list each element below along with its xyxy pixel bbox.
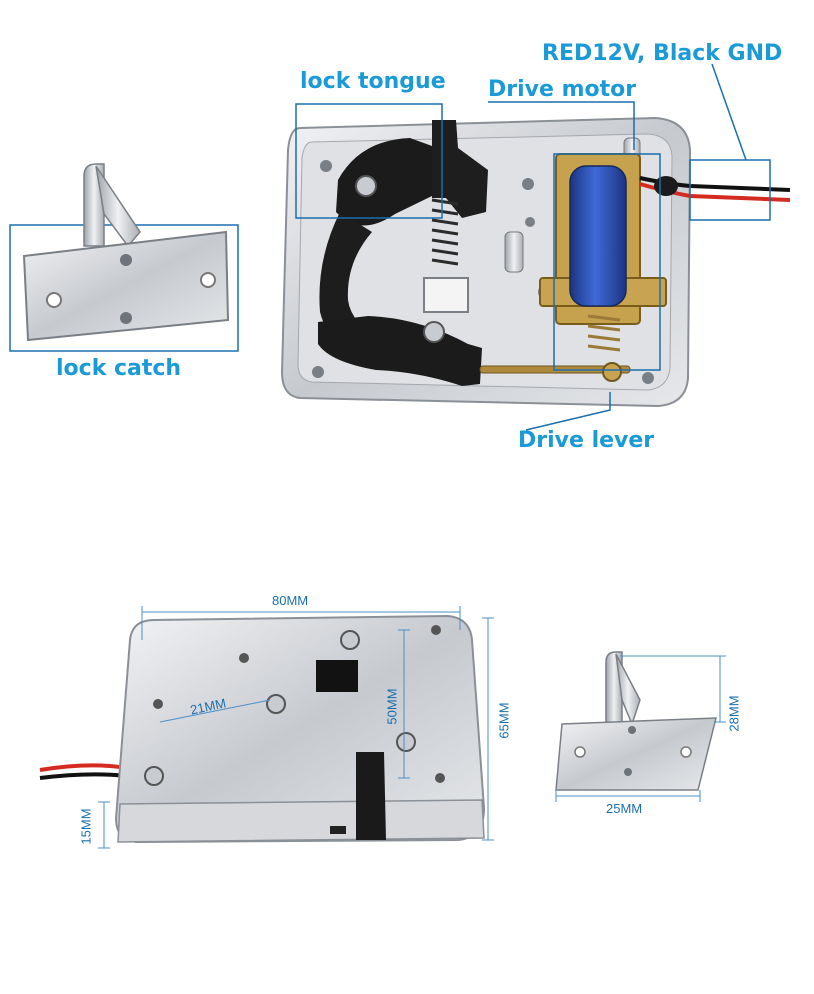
dimension-lines [98, 606, 726, 849]
thickness-dimension-label: 15MM [78, 808, 94, 845]
drive-lever-label: Drive lever [518, 428, 655, 453]
height-dimension-label: 65MM [496, 702, 512, 739]
lock-catch-label: lock catch [56, 356, 182, 381]
lock-tongue-label: lock tongue [300, 69, 446, 94]
catch-width-dimension-label: 25MM [606, 801, 643, 816]
catch-height-dimension-label: 28MM [726, 695, 742, 732]
inner-height-dimension-label: 50MM [384, 688, 400, 725]
lock-catch-illustration [22, 163, 230, 342]
closed-lock-illustration [39, 614, 486, 844]
open-lock-mechanism [280, 116, 791, 408]
drive-motor-label: Drive motor [488, 77, 637, 102]
width-dimension-label: 80MM [272, 593, 309, 608]
catch-dimension-illustration [555, 651, 717, 791]
wiring-label: RED12V, Black GND [542, 41, 783, 66]
